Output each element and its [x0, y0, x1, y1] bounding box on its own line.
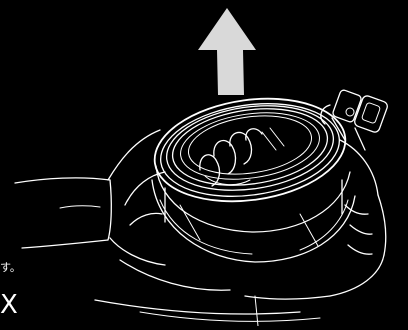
up-arrow-icon: [198, 8, 256, 95]
right-hand: [245, 140, 386, 299]
caption-text-fragment: す。: [0, 262, 21, 274]
lens-housing: [148, 87, 355, 262]
clamp-knob: [321, 89, 389, 150]
caption-mark: X: [0, 290, 18, 320]
left-hand: [108, 130, 230, 290]
left-sleeve: [15, 178, 111, 248]
lower-body: [95, 296, 320, 326]
